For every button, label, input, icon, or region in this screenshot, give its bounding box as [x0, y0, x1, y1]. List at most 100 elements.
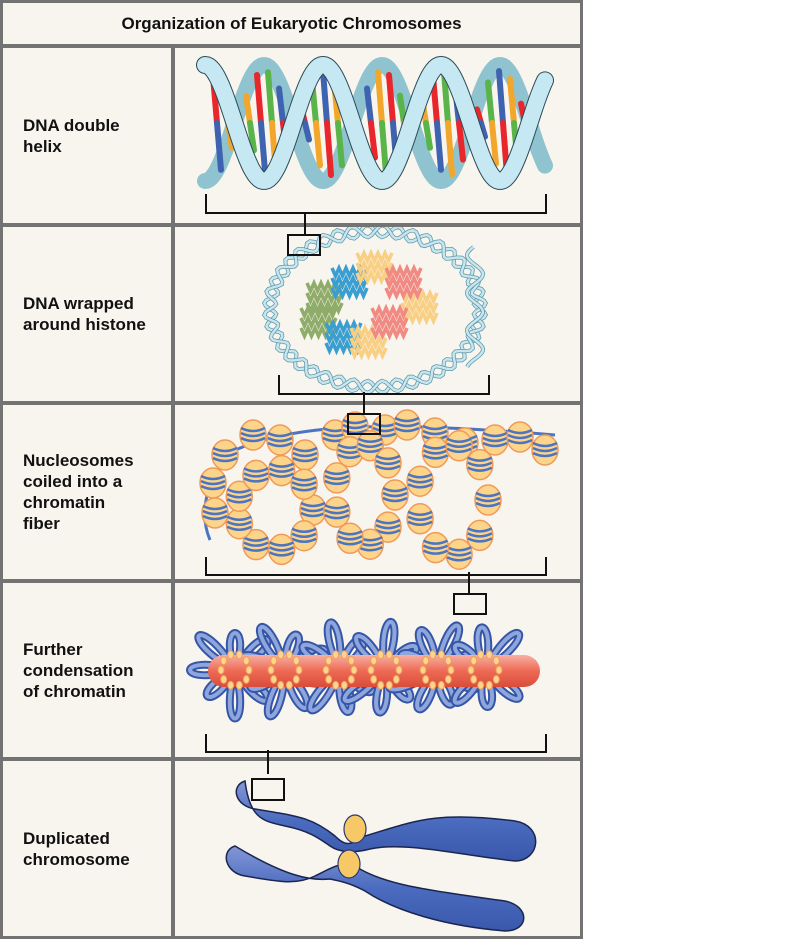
scaffold-attachment	[422, 656, 430, 666]
nucleosome	[374, 511, 402, 543]
scaffold-attachment	[270, 674, 278, 684]
chromatin-loop	[265, 668, 287, 719]
dna-wrap	[243, 472, 269, 478]
chromatin-loop	[258, 625, 287, 672]
dna-wrap	[342, 418, 368, 425]
base-pair-half	[423, 120, 433, 151]
zoom-box	[251, 778, 285, 801]
figure-cell-condensed-chromatin	[175, 583, 580, 757]
base-pair-half	[320, 68, 330, 126]
dna-exit-strand-highlight	[465, 246, 485, 368]
nucleosome	[336, 522, 364, 555]
dna-wrap	[226, 525, 252, 531]
histone-helix	[355, 268, 394, 286]
dna-wrap	[407, 515, 433, 522]
base-pair-half	[478, 120, 488, 140]
dna-wrap	[212, 446, 238, 453]
nucleosome	[356, 430, 384, 462]
dna-wrap	[292, 456, 318, 463]
base-pair-half	[214, 120, 224, 173]
scaffold-attachment	[350, 665, 358, 675]
dna-wrap	[446, 447, 472, 454]
scaffold-attachment	[277, 680, 285, 690]
scaffold-attachment	[477, 680, 485, 690]
dna-wrap	[467, 466, 493, 472]
nucleosome-bracket	[278, 375, 490, 395]
nucleosome	[393, 409, 421, 441]
scaffold-attachment	[492, 656, 500, 666]
dna-wrap	[482, 431, 508, 438]
histone-helix	[384, 263, 423, 281]
dna-wrap	[394, 421, 420, 428]
scaffold-attachment	[437, 680, 445, 690]
histone-helix	[400, 308, 439, 326]
scaffold-attachment	[385, 680, 393, 690]
scaffold-attachment	[220, 656, 228, 666]
scaffold-attachment	[235, 650, 243, 660]
scaffold-attachment	[370, 656, 378, 666]
duplicated-chromosome-illustration	[225, 778, 537, 932]
scaffold-attachment	[370, 674, 378, 684]
dna-wrap	[475, 496, 501, 503]
nucleosome	[336, 435, 364, 468]
scaffold-attachment	[495, 665, 503, 675]
dna-wrap	[375, 454, 401, 461]
scaffold-attachment	[470, 674, 478, 684]
row-label-chromatin-fiber: Nucleosomes coiled into a chromatin fibe…	[23, 451, 134, 533]
sister-chromatid	[235, 779, 537, 862]
dna-wrap	[243, 467, 269, 473]
scaffold-attachment	[444, 656, 452, 666]
scaffold-attachment	[492, 674, 500, 684]
dna-wrap	[507, 433, 533, 440]
row-label-cell: Further condensation of chromatin	[3, 583, 171, 757]
scaffold-attachment	[470, 656, 478, 666]
dna-wrap	[467, 527, 493, 533]
dna-wrap	[324, 513, 350, 520]
base-pair-half	[496, 68, 506, 126]
nucleosome	[474, 484, 502, 516]
nucleosome	[239, 419, 267, 451]
base-pair-half	[313, 120, 323, 169]
dna-wrap	[375, 459, 401, 466]
dna-wrap	[507, 428, 533, 435]
table-title: Organization of Eukaryotic Chromosomes	[3, 3, 580, 44]
chromatin-loop	[227, 669, 243, 721]
zoom-box	[347, 413, 381, 435]
scaffold-attachment	[235, 680, 243, 690]
scaffold-attachment	[340, 680, 348, 690]
scaffold-attachment	[385, 650, 393, 660]
dna-wrap	[200, 479, 226, 486]
base-pair-half	[368, 120, 378, 161]
histone-helix	[324, 318, 363, 336]
dna-wrap	[482, 436, 508, 443]
dna-wrap	[357, 442, 383, 449]
nucleosome	[421, 531, 450, 564]
dna-wrap	[357, 447, 383, 454]
scaffold-attachment	[485, 650, 493, 660]
nucleosome	[466, 448, 494, 481]
dna-wrap	[243, 536, 269, 542]
dna-wrap	[269, 467, 295, 473]
zoom-box	[453, 593, 487, 615]
scaffold-attachment	[242, 674, 250, 684]
dna-wrap	[202, 514, 228, 521]
dna-wrap	[226, 488, 252, 494]
base-pair-half	[397, 92, 407, 126]
base-pair-half	[243, 92, 253, 126]
dna-wrap	[375, 523, 401, 530]
nucleosome	[290, 519, 318, 552]
scaffold-attachment	[322, 665, 330, 675]
base-pair-half	[441, 68, 451, 126]
scaffold-attachment	[227, 680, 235, 690]
chromatin-loop	[435, 623, 462, 672]
scaffold-attachment	[437, 650, 445, 660]
base-pair-half	[247, 120, 257, 154]
dna-wrap	[291, 537, 317, 543]
nucleosome	[199, 467, 227, 499]
row-label-dna-double-helix: DNA double helix	[23, 115, 120, 156]
dna-wrap	[467, 456, 493, 462]
base-pair-half	[258, 120, 268, 175]
scaffold-attachment	[292, 656, 300, 666]
dna-wrap	[291, 476, 317, 482]
scaffold-attachment	[292, 674, 300, 684]
